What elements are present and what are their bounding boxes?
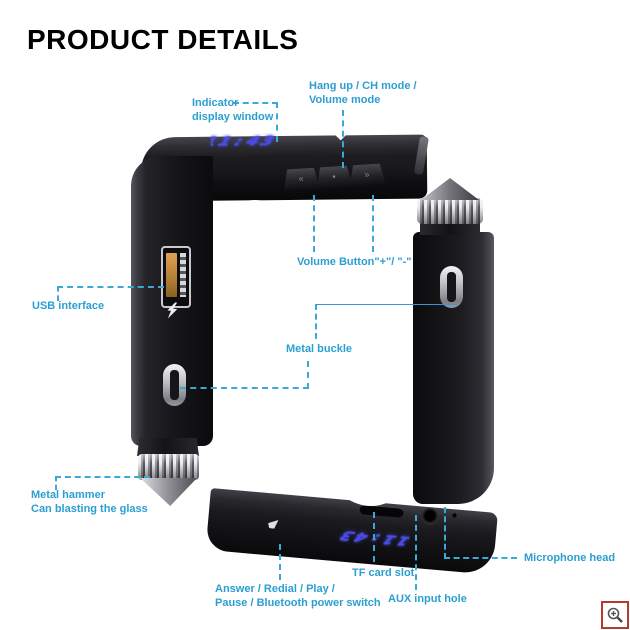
aux-input-hole (420, 507, 440, 526)
callout-line-usb (57, 286, 164, 301)
callout-line-hangup (342, 110, 344, 168)
callout-line-tf (373, 512, 375, 562)
usb-pins (180, 253, 186, 297)
buckle-slot (170, 370, 179, 400)
metal-buckle-right (440, 266, 463, 308)
device-stem (413, 232, 494, 504)
hammer-knurled-ring (417, 198, 483, 224)
label-line: Indicator (192, 97, 239, 109)
label-usb-interface: USB interface (32, 300, 105, 312)
hammer-collar (420, 222, 480, 235)
zoom-in-button[interactable] (601, 601, 629, 629)
arm-edge-highlight (413, 136, 429, 176)
tf-card-slot (359, 504, 405, 518)
callout-line-volume-minus (313, 195, 315, 252)
label-line: Answer / Redial / Play / (215, 583, 335, 595)
label-line: Can blasting the glass (31, 503, 148, 515)
label-line: Hang up / CH mode / (309, 80, 417, 92)
play-power-mark (268, 519, 279, 529)
fm-transmitter-left-view: 11:43 « ▪ » (125, 130, 435, 520)
lightning-bolt-icon (167, 302, 178, 319)
callout-line-indicator (233, 102, 278, 142)
fm-transmitter-right-view: 11:43 (205, 172, 505, 575)
hammer-collar (137, 438, 199, 456)
label-indicator-display-window: Indicator display window (192, 96, 273, 124)
led-display-inverted: 11:43 (289, 519, 410, 548)
led-display-digits: 11:43 (332, 528, 411, 549)
label-answer-redial-play: Answer / Redial / Play / Pause / Bluetoo… (215, 582, 381, 610)
label-line: Pause / Bluetooth power switch (215, 597, 381, 609)
label-line: Volume mode (309, 94, 381, 106)
callout-line-aux (415, 515, 417, 590)
buckle-slot (447, 272, 456, 302)
inner-corner-cutout (213, 200, 297, 284)
label-tf-card-slot: TF card slot (352, 567, 415, 579)
callout-line-hammer (55, 476, 150, 490)
callout-line-answer (279, 544, 281, 580)
label-metal-buckle: Metal buckle (286, 343, 353, 355)
usb-port (161, 246, 191, 308)
callout-line-buckle-left (180, 361, 309, 389)
inner-corner-cutout (329, 422, 413, 506)
hammer-knurled-ring (138, 454, 199, 480)
label-microphone-head: Microphone head (524, 552, 616, 564)
device-stem (131, 156, 213, 446)
page-title: PRODUCT DETAILS (27, 24, 299, 55)
usb-tongue (166, 253, 177, 297)
label-metal-hammer: Metal hammer Can blasting the glass (31, 488, 148, 516)
metal-hammer-tip (421, 178, 479, 200)
label-line: display window (192, 111, 274, 123)
label-volume-button: Volume Button"+"/ "-" (297, 256, 412, 268)
callout-line-buckle-right (315, 304, 457, 339)
label-line: Metal hammer (31, 489, 105, 501)
callout-line-volume-plus (372, 195, 374, 252)
callout-line-mic (444, 507, 517, 559)
label-hangup-ch-volume-mode: Hang up / CH mode / Volume mode (309, 79, 417, 107)
magnifier-plus-icon (607, 607, 623, 623)
metal-buckle-left (163, 364, 186, 406)
label-aux-input-hole: AUX input hole (388, 593, 467, 605)
